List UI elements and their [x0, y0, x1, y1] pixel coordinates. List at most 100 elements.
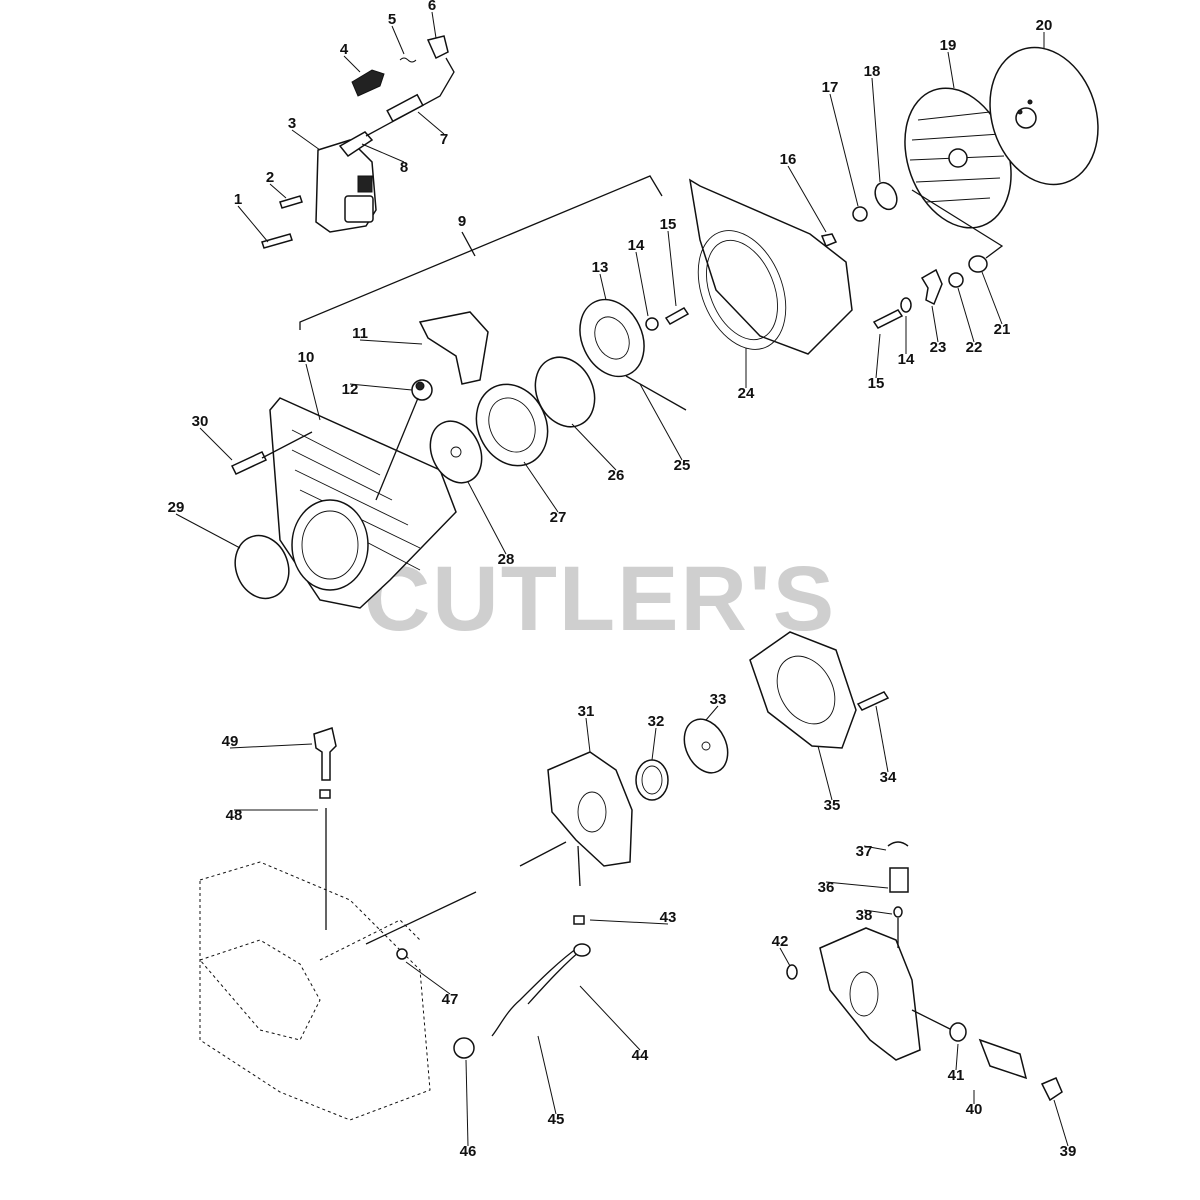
- starter-rope: [625, 375, 687, 411]
- pump-circlip: [887, 841, 909, 847]
- spark-plug: [351, 69, 385, 97]
- callout-40: 40: [966, 1101, 983, 1118]
- callout-42: 42: [772, 933, 789, 950]
- leader-line-4: [343, 55, 361, 73]
- flywheel: [989, 46, 1099, 186]
- leader-line-16: [787, 165, 827, 233]
- leader-line-46: [465, 1059, 469, 1147]
- coil-screw-1: [261, 233, 293, 249]
- callout-14: 14: [628, 237, 645, 254]
- leader-line-42: [779, 947, 791, 967]
- lead-sleeve: [386, 93, 424, 123]
- callout-8: 8: [400, 159, 408, 176]
- leader-line-38: [863, 909, 893, 915]
- leader-line-17: [829, 93, 859, 207]
- spark-plug-connector: [338, 131, 374, 158]
- flywheel-group-line: [911, 189, 1004, 259]
- leader-line-8: [361, 143, 405, 163]
- group-9-bracket: [299, 175, 663, 330]
- oil-cap-seal: [396, 948, 408, 960]
- leader-line-27: [523, 461, 559, 513]
- pump-washer: [683, 718, 729, 774]
- callout-29: 29: [168, 499, 185, 516]
- callout-31: 31: [578, 703, 595, 720]
- leader-line-1: [237, 205, 269, 243]
- leader-line-29: [175, 513, 241, 549]
- callout-13: 13: [592, 259, 609, 276]
- leader-line-15: [667, 230, 677, 307]
- callout-18: 18: [864, 63, 881, 80]
- callout-10: 10: [298, 349, 315, 366]
- callout-3: 3: [288, 115, 296, 132]
- callout-43: 43: [660, 909, 677, 926]
- callout-20: 20: [1036, 17, 1053, 34]
- watermark-text: CUTLER'S: [364, 548, 836, 650]
- spark-plug-boot: [426, 35, 449, 60]
- leader-line-41: [955, 1043, 959, 1071]
- callout-15: 15: [660, 216, 677, 233]
- callout-26: 26: [608, 467, 625, 484]
- callout-1: 1: [234, 191, 242, 208]
- leader-line-11: [359, 339, 423, 345]
- callout-34: 34: [880, 769, 897, 786]
- oil-tank-vent: [313, 727, 337, 781]
- oil-filter: [453, 1037, 475, 1059]
- callout-5: 5: [388, 11, 396, 28]
- ignition-coil-group: [261, 35, 455, 249]
- leader-line-22: [957, 287, 975, 343]
- callout-32: 32: [648, 713, 665, 730]
- callout-45: 45: [548, 1111, 565, 1128]
- callout-49: 49: [222, 733, 239, 750]
- coil-screw-2: [279, 195, 303, 209]
- leader-line-31: [585, 717, 591, 753]
- spark-plug-spring: [399, 57, 417, 63]
- fan-housing: [688, 178, 853, 355]
- starter-cover-opening: [291, 499, 369, 591]
- callout-47: 47: [442, 991, 459, 1008]
- pump-shaft: [978, 1038, 1028, 1080]
- callout-23: 23: [930, 339, 947, 356]
- leader-line-35: [817, 745, 833, 801]
- leader-line-44: [579, 985, 641, 1051]
- spring-disc: [534, 356, 596, 428]
- leader-line-15-dup1: [875, 333, 881, 379]
- leader-line-2: [269, 183, 287, 199]
- screw-15-lower: [872, 309, 904, 329]
- callout-15-dup1: 15: [868, 375, 885, 392]
- oil-hose: [491, 945, 581, 1037]
- leader-line-37: [863, 845, 887, 851]
- vent-spring: [319, 789, 331, 799]
- leader-line-5: [391, 25, 405, 55]
- oil-pump-housing: [547, 751, 633, 867]
- leader-line-25: [639, 383, 683, 461]
- callout-48: 48: [226, 807, 243, 824]
- pump-bushing: [949, 1022, 967, 1042]
- leader-line-36: [825, 881, 889, 889]
- washer-14-upper: [645, 317, 659, 331]
- leader-line-12: [349, 383, 413, 391]
- pump-spring: [889, 867, 909, 893]
- leader-line-7: [417, 111, 445, 135]
- callout-36: 36: [818, 879, 835, 896]
- housing-nut: [820, 233, 838, 247]
- callout-37: 37: [856, 843, 873, 860]
- callout-9: 9: [458, 213, 466, 230]
- secondary-pump-housing: [819, 927, 921, 1061]
- callout-25: 25: [674, 457, 691, 474]
- starter-washer: [429, 420, 483, 484]
- ignition-lead: [365, 57, 455, 137]
- leader-line-18: [871, 77, 881, 183]
- leader-line-26: [571, 423, 617, 471]
- callout-35: 35: [824, 797, 841, 814]
- callout-33: 33: [710, 691, 727, 708]
- leader-line-14: [635, 251, 649, 317]
- pump-washer-small: [893, 906, 903, 918]
- callout-11: 11: [352, 325, 368, 342]
- rope-pulley: [579, 298, 645, 378]
- callout-6: 6: [428, 0, 436, 14]
- callout-12: 12: [342, 381, 359, 398]
- callout-28: 28: [498, 551, 515, 568]
- pump-o-ring: [786, 964, 798, 980]
- screw-15-upper: [664, 307, 690, 325]
- callout-27: 27: [550, 509, 567, 526]
